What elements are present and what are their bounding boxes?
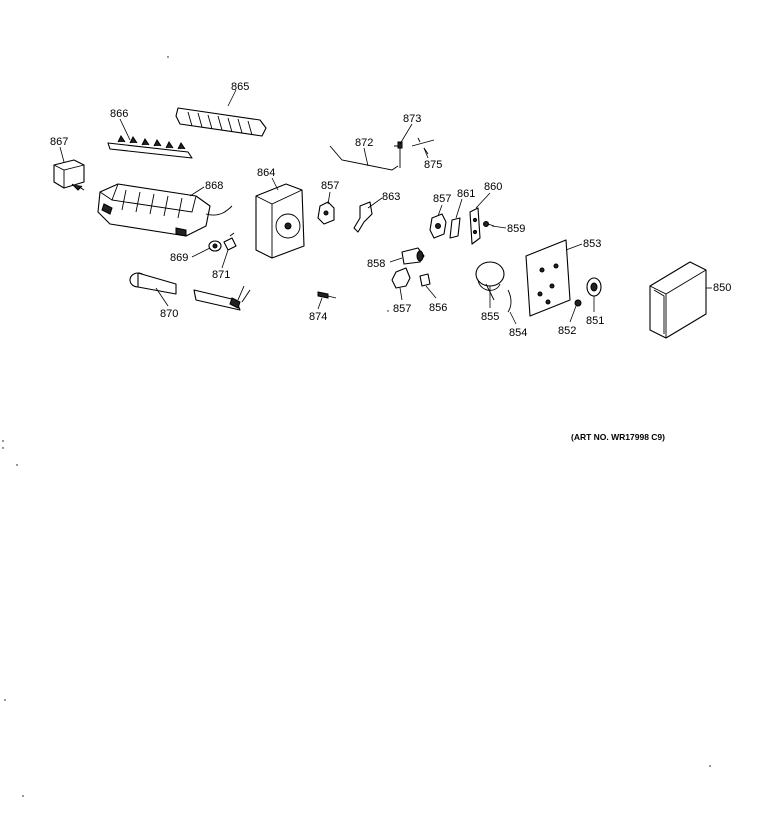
callout-855: 855	[481, 311, 499, 323]
part-864-drawing	[255, 183, 305, 259]
part-852-drawing	[574, 299, 582, 307]
part-871-drawing	[223, 232, 237, 251]
part-872-drawing	[329, 145, 399, 171]
callout-866: 866	[110, 108, 128, 120]
callout-863: 863	[382, 191, 400, 203]
callout-852: 852	[558, 325, 576, 337]
callout-854: 854	[509, 327, 527, 339]
callout-861: 861	[457, 188, 475, 200]
callout-853: 853	[583, 238, 601, 250]
callout-857-c: 857	[393, 303, 411, 315]
part-874-drawing	[317, 291, 337, 299]
part-865-drawing	[175, 107, 267, 137]
part-853-drawing	[525, 239, 571, 317]
callout-856: 856	[429, 302, 447, 314]
callout-864: 864	[257, 167, 275, 179]
callout-851: 851	[586, 315, 604, 327]
callout-869: 869	[170, 252, 188, 264]
callout-labels: 865 866 867 868 864 869 871 870 872 873 …	[50, 81, 731, 339]
leader-lines	[59, 89, 712, 325]
part-861-drawing	[449, 217, 461, 239]
callout-859: 859	[507, 223, 525, 235]
part-860-drawing	[469, 207, 481, 245]
part-854-drawing	[507, 289, 512, 313]
part-856-drawing	[419, 273, 431, 287]
part-863-drawing	[353, 201, 373, 233]
callout-867: 867	[50, 136, 68, 148]
part-850-drawing	[649, 261, 707, 339]
callout-874: 874	[309, 311, 327, 323]
callout-857-a: 857	[321, 180, 339, 192]
callout-871: 871	[212, 269, 230, 281]
callout-872: 872	[355, 137, 373, 149]
part-866-drawing	[107, 135, 193, 159]
part-868-drawing	[97, 183, 233, 237]
callout-873: 873	[403, 113, 421, 125]
part-857c-drawing	[391, 267, 411, 289]
callout-870: 870	[160, 308, 178, 320]
part-857b-drawing	[429, 213, 447, 239]
part-870-drawing	[129, 272, 251, 311]
callout-875: 875	[424, 159, 442, 171]
scan-specks	[2, 56, 711, 797]
part-851-drawing	[586, 277, 602, 297]
callout-860: 860	[484, 181, 502, 193]
part-875-drawing	[411, 137, 435, 155]
part-858-drawing	[401, 247, 425, 265]
callout-857-b: 857	[433, 193, 451, 205]
art-number: (ART NO. WR17998 C9)	[571, 432, 665, 442]
callout-865: 865	[231, 81, 249, 93]
part-867-drawing	[53, 159, 85, 191]
part-873-drawing	[394, 141, 403, 168]
callout-858: 858	[367, 258, 385, 270]
callout-850: 850	[713, 282, 731, 294]
part-869-drawing	[208, 240, 222, 252]
part-859-drawing	[483, 221, 495, 227]
part-857a-drawing	[317, 201, 335, 225]
callout-868: 868	[205, 180, 223, 192]
